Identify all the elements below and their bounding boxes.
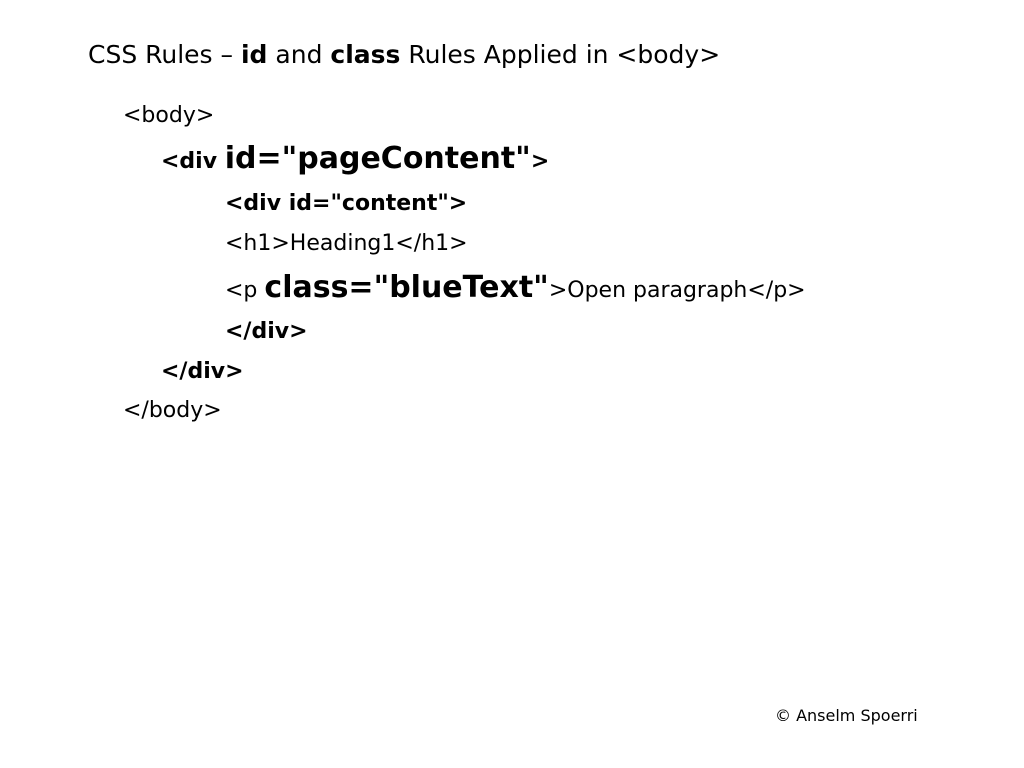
code-div-page-close: </div> [161, 359, 244, 384]
copyright-footer: © Anselm Spoerri [775, 706, 918, 725]
code-h1-line: <h1>Heading1</h1> [225, 231, 468, 256]
code-p-line: <p class="blueText">Open paragraph</p> [225, 270, 806, 305]
code-p-open: <p [225, 278, 265, 303]
code-div-close-bracket: > [530, 149, 550, 174]
code-body-open: <body> [123, 103, 215, 128]
title-part-2: and [267, 40, 331, 69]
code-div-content-close: </div> [225, 319, 308, 344]
code-class-bluetext-attr: class="blueText" [264, 270, 549, 305]
code-body-close: </body> [123, 398, 222, 423]
title-class-word: class [330, 40, 401, 69]
code-p-rest: >Open paragraph</p> [548, 278, 806, 303]
code-id-pagecontent-attr: id="pageContent" [224, 141, 531, 176]
code-div-pagecontent: <div id="pageContent"> [161, 141, 549, 176]
slide-title: CSS Rules – id and class Rules Applied i… [88, 40, 720, 69]
title-part-3: Rules Applied in <body> [400, 40, 721, 69]
title-part-1: CSS Rules – [88, 40, 241, 69]
code-div-open-tag: <div [161, 149, 225, 174]
title-id-word: id [240, 40, 268, 69]
code-div-content: <div id="content"> [225, 191, 468, 216]
